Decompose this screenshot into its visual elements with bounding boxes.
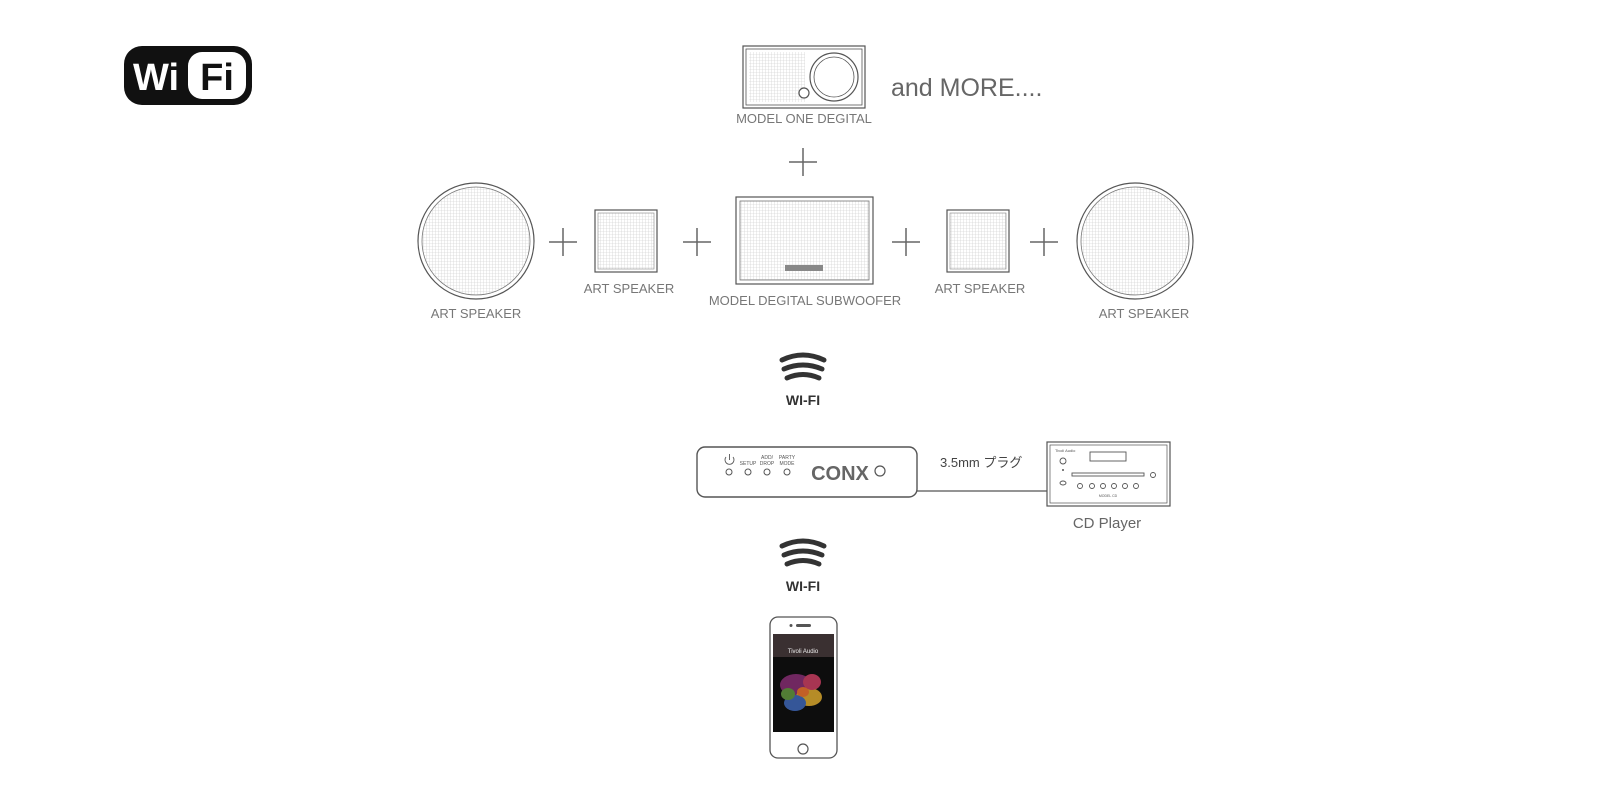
conx-add-drop-button xyxy=(763,468,771,476)
conx-setup-button xyxy=(744,468,752,476)
plus-icon xyxy=(683,228,711,256)
left-square-art-speaker xyxy=(594,209,658,273)
power-icon xyxy=(724,454,735,465)
cd-slot xyxy=(1071,472,1145,477)
left-round-art-speaker xyxy=(417,182,535,300)
conx-party-label: PARTY xyxy=(779,455,796,461)
conx-setup-label: SETUP xyxy=(740,461,757,467)
wifi-label-bottom: WI-FI xyxy=(786,578,820,594)
and-more-text: and MORE.... xyxy=(891,74,1042,102)
subwoofer-label: MODEL DEGITAL SUBWOOFER xyxy=(709,293,901,308)
right-round-speaker-label: ART SPEAKER xyxy=(1099,306,1190,321)
wifi-logo: Wi Fi xyxy=(124,46,252,105)
conx-add-drop-label: ADD/ xyxy=(761,455,774,461)
cd-player-label: CD Player xyxy=(1073,515,1141,532)
cd-brand: Tivoli Audio xyxy=(1055,448,1076,453)
phone-app-title: Tivoli Audio xyxy=(788,649,819,655)
right-square-art-speaker xyxy=(946,209,1010,273)
wifi-label-top: WI-FI xyxy=(786,392,820,408)
conx-party-button xyxy=(783,468,791,476)
conx-led xyxy=(874,465,886,477)
left-round-speaker-label: ART SPEAKER xyxy=(431,306,522,321)
wifi-signal-icon xyxy=(779,538,827,567)
model-digital-subwoofer xyxy=(735,196,874,285)
smartphone: Tivoli Audio xyxy=(769,616,838,759)
phone-speaker xyxy=(796,624,811,627)
plus-icon xyxy=(892,228,920,256)
cable-label: 3.5mm プラグ xyxy=(940,455,1022,470)
plus-signs xyxy=(549,148,1058,256)
wifi-logo-left-text: Wi xyxy=(133,57,179,99)
model-one-digital-label: MODEL ONE DEGITAL xyxy=(736,111,872,126)
model-one-digital-device xyxy=(742,45,866,109)
left-square-speaker-label: ART SPEAKER xyxy=(584,281,675,296)
app-splash-art xyxy=(780,674,822,711)
cd-player-device: Tivoli Audio MODEL CD xyxy=(1046,441,1171,507)
right-square-speaker-label: ART SPEAKER xyxy=(935,281,1026,296)
conx-mode-label: MODE xyxy=(780,461,796,467)
conx-brand: CONX xyxy=(811,463,869,485)
right-round-art-speaker xyxy=(1076,182,1194,300)
conx-button-dots xyxy=(725,468,791,476)
cd-display xyxy=(1089,451,1127,462)
conx-power-button xyxy=(725,468,733,476)
wifi-signal-icon xyxy=(779,352,827,381)
cd-model: MODEL CD xyxy=(1099,494,1118,498)
phone-camera-icon xyxy=(789,624,793,627)
plus-icon xyxy=(549,228,577,256)
wifi-logo-right-text: Fi xyxy=(200,57,234,99)
conx-device: SETUP ADD/ DROP PARTY MODE CONX xyxy=(696,446,918,498)
conx-add-drop-label-2: DROP xyxy=(760,461,775,467)
plus-icon xyxy=(1030,228,1058,256)
phone-home-button xyxy=(797,743,809,755)
plus-icon xyxy=(789,148,817,176)
